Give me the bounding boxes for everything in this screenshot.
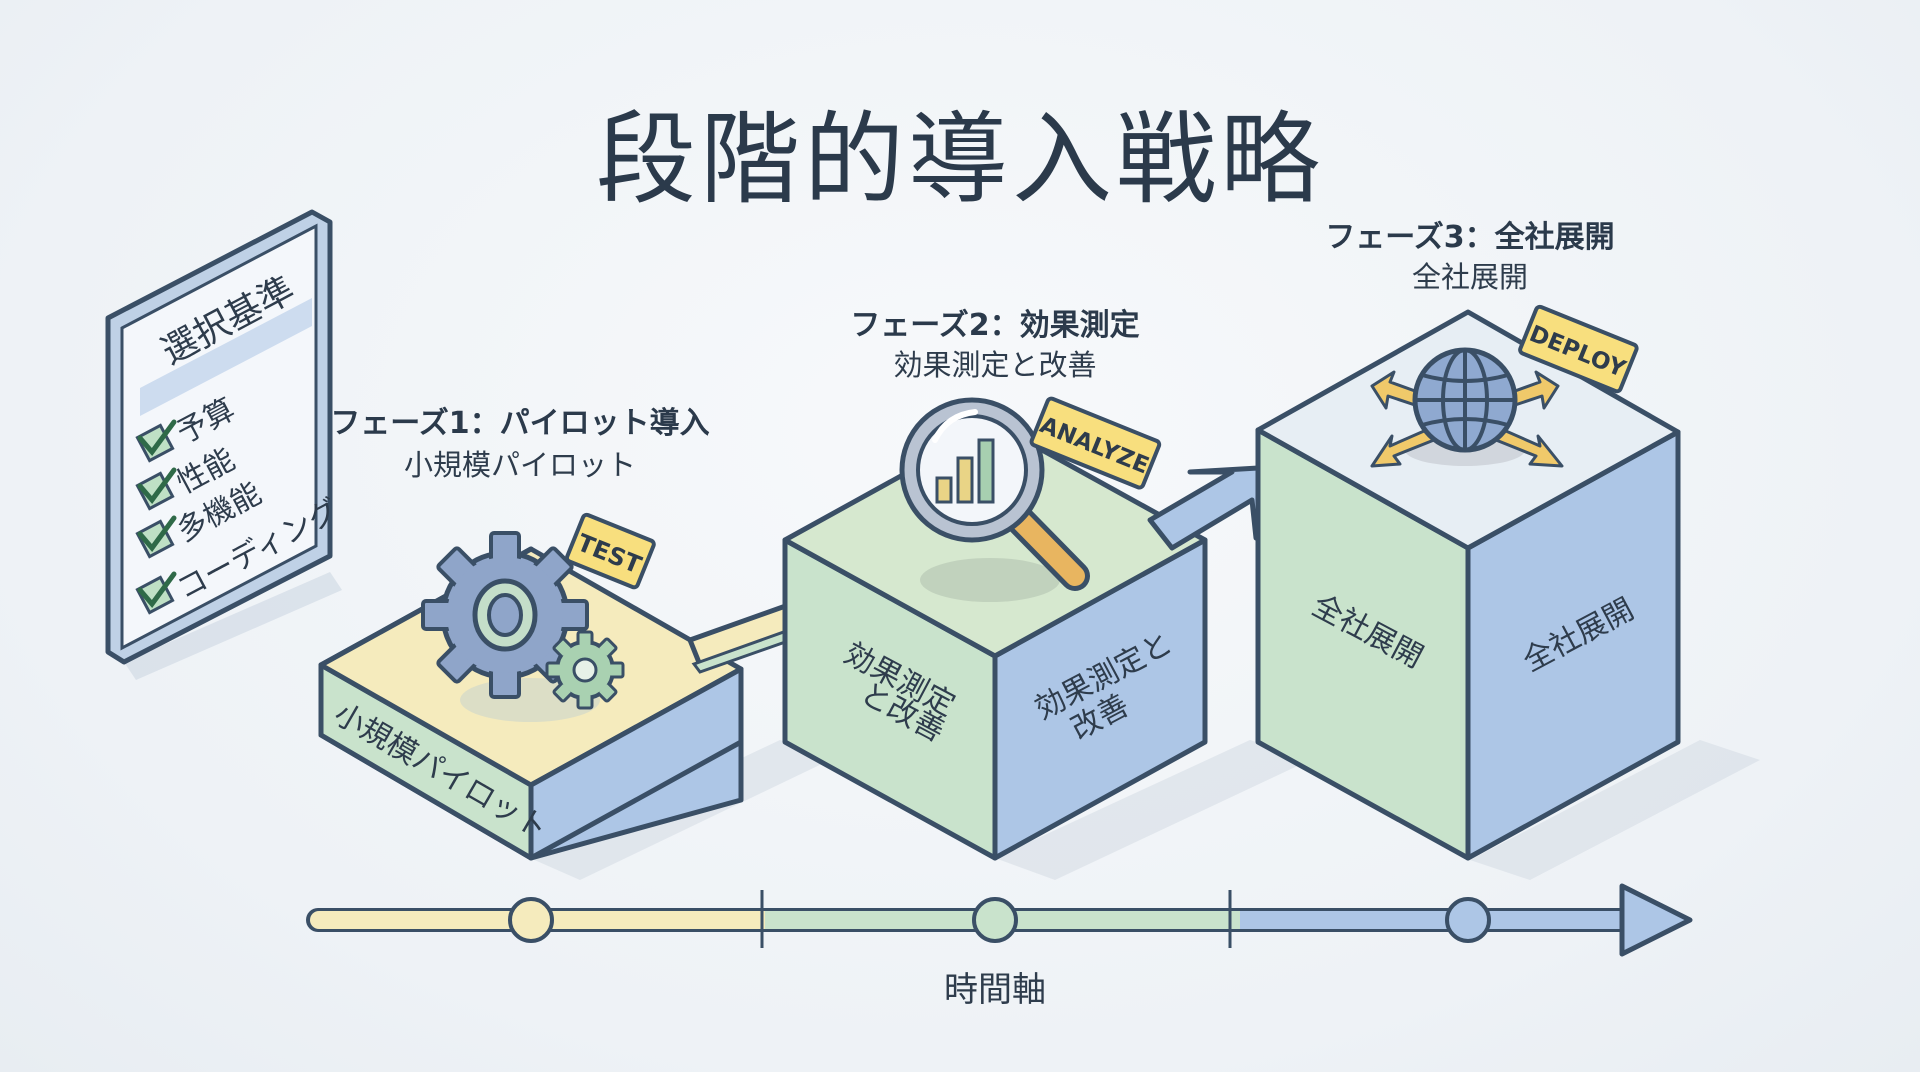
magnifier-chart-icon — [899, 397, 1090, 591]
phase-2-block: 効果測定 と改善 効果測定と 改善 — [782, 421, 1208, 861]
timeline-label: 時間軸 — [944, 970, 1046, 1010]
checkmark-icon — [137, 467, 177, 505]
phase-1-heading: フェーズ1：パイロット導入 — [330, 406, 710, 441]
timeline-arrowhead — [1619, 883, 1693, 957]
criteria-card: 選択基準 予算 性能 多機能 コーディング — [105, 209, 345, 680]
checkmark-icon — [137, 419, 177, 457]
checkmark-icon — [137, 515, 177, 553]
page-title: 段階的導入戦略 — [596, 101, 1324, 218]
globe-icon — [1370, 347, 1564, 468]
phase-3-block: 全社展開 全社展開 — [1255, 309, 1681, 861]
small-gear-icon — [545, 630, 625, 710]
phase-1-tag: TEST — [564, 512, 656, 590]
timeline-marker-1 — [508, 897, 554, 943]
phase-3-heading: フェーズ3：全社展開 — [1325, 220, 1615, 255]
phase-2-heading: フェーズ2：効果測定 — [850, 308, 1140, 343]
timeline-marker-3 — [1445, 897, 1491, 943]
phase-3-subtitle: 全社展開 — [1411, 260, 1528, 294]
timeline-marker-2 — [972, 897, 1018, 943]
phase-1-subtitle: 小規模パイロット — [403, 448, 636, 482]
phase-2-subtitle: 効果測定と改善 — [893, 348, 1097, 382]
checkmark-icon — [137, 571, 177, 609]
timeline — [306, 883, 1693, 957]
